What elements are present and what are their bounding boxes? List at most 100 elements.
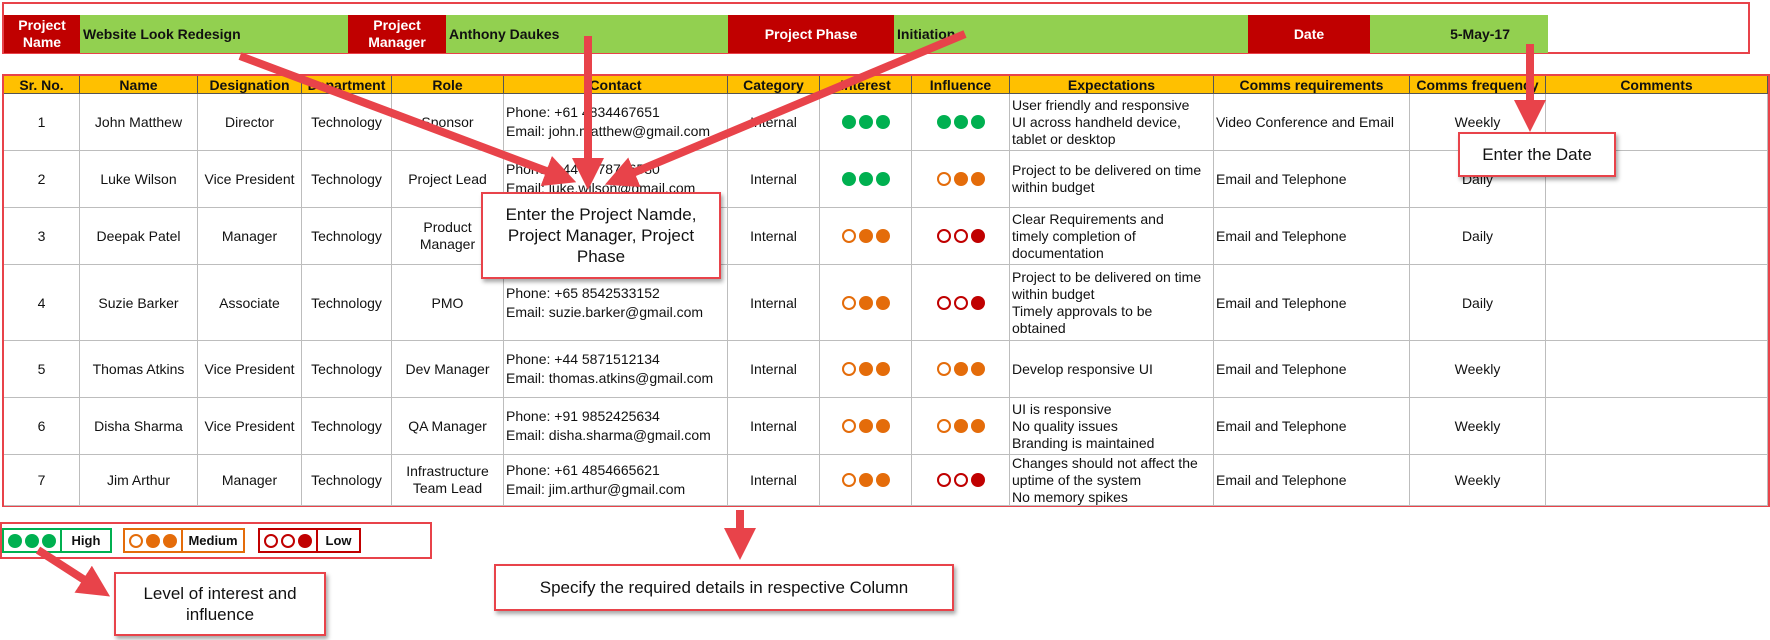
cell-comms-requirements[interactable]: Email and Telephone <box>1214 341 1410 398</box>
cell-role[interactable]: QA Manager <box>392 398 504 455</box>
cell-comms-frequency[interactable]: Daily <box>1410 265 1546 341</box>
cell-designation[interactable]: Manager <box>198 208 302 265</box>
cell-role[interactable]: Dev Manager <box>392 341 504 398</box>
cell-department[interactable]: Technology <box>302 94 392 151</box>
cell-interest[interactable] <box>820 151 912 208</box>
cell-role[interactable]: Infrastructure Team Lead <box>392 455 504 506</box>
rating-dots <box>841 229 890 243</box>
medium-dot-icon <box>953 419 968 433</box>
project-phase-value[interactable]: Initiation <box>894 15 1248 53</box>
date-value[interactable]: 5-May-17 <box>1370 15 1548 53</box>
cell-interest[interactable] <box>820 341 912 398</box>
cell-department[interactable]: Technology <box>302 208 392 265</box>
cell-interest[interactable] <box>820 455 912 506</box>
cell-sr-no[interactable]: 5 <box>4 341 80 398</box>
cell-comms-frequency[interactable]: Weekly <box>1410 341 1546 398</box>
cell-department[interactable]: Technology <box>302 398 392 455</box>
cell-comments[interactable] <box>1546 341 1768 398</box>
cell-designation[interactable]: Vice President <box>198 398 302 455</box>
cell-influence[interactable] <box>912 398 1010 455</box>
cell-sr-no[interactable]: 4 <box>4 265 80 341</box>
rating-dots <box>936 419 985 433</box>
expectation-line: Clear Requirements and <box>1012 210 1164 227</box>
cell-comms-requirements[interactable]: Video Conference and Email <box>1214 94 1410 151</box>
low-hollow-dot-icon <box>281 533 295 548</box>
callout-project-info: Enter the Project Namde, Project Manager… <box>481 192 721 279</box>
cell-interest[interactable] <box>820 265 912 341</box>
cell-comms-frequency[interactable]: Daily <box>1410 208 1546 265</box>
cell-interest[interactable] <box>820 94 912 151</box>
cell-designation[interactable]: Associate <box>198 265 302 341</box>
cell-designation[interactable]: Vice President <box>198 151 302 208</box>
cell-department[interactable]: Technology <box>302 455 392 506</box>
project-manager-value[interactable]: Anthony Daukes <box>446 15 728 53</box>
cell-sr-no[interactable]: 1 <box>4 94 80 151</box>
cell-influence[interactable] <box>912 341 1010 398</box>
cell-name[interactable]: Jim Arthur <box>80 455 198 506</box>
rating-dots <box>841 295 890 310</box>
cell-comments[interactable] <box>1546 208 1768 265</box>
cell-comms-requirements[interactable]: Email and Telephone <box>1214 398 1410 455</box>
cell-sr-no[interactable]: 7 <box>4 455 80 506</box>
cell-name[interactable]: Thomas Atkins <box>80 341 198 398</box>
cell-comms-frequency[interactable]: Weekly <box>1410 398 1546 455</box>
expectation-line: uptime of the system <box>1012 471 1142 488</box>
cell-influence[interactable] <box>912 455 1010 506</box>
cell-comms-frequency[interactable]: Weekly <box>1410 455 1546 506</box>
cell-sr-no[interactable]: 2 <box>4 151 80 208</box>
cell-category[interactable]: Internal <box>728 151 820 208</box>
cell-role[interactable]: Sponsor <box>392 94 504 151</box>
cell-designation[interactable]: Manager <box>198 455 302 506</box>
medium-dot-icon <box>841 419 856 433</box>
cell-influence[interactable] <box>912 208 1010 265</box>
cell-comms-requirements[interactable]: Email and Telephone <box>1214 455 1410 506</box>
cell-name[interactable]: Deepak Patel <box>80 208 198 265</box>
cell-department[interactable]: Technology <box>302 151 392 208</box>
contact-phone: Phone: +61 4854665621 <box>506 462 660 478</box>
low-dot-icon <box>936 473 951 487</box>
cell-comments[interactable] <box>1546 265 1768 341</box>
cell-comments[interactable] <box>1546 455 1768 506</box>
callout-columns: Specify the required details in respecti… <box>494 564 954 611</box>
cell-sr-no[interactable]: 6 <box>4 398 80 455</box>
project-name-value[interactable]: Website Look Redesign <box>80 15 348 53</box>
cell-category[interactable]: Internal <box>728 341 820 398</box>
cell-influence[interactable] <box>912 94 1010 151</box>
cell-interest[interactable] <box>820 398 912 455</box>
cell-comms-requirements[interactable]: Email and Telephone <box>1214 265 1410 341</box>
cell-expectations[interactable]: Develop responsive UI <box>1010 341 1214 398</box>
cell-sr-no[interactable]: 3 <box>4 208 80 265</box>
cell-department[interactable]: Technology <box>302 265 392 341</box>
cell-designation[interactable]: Vice President <box>198 341 302 398</box>
cell-interest[interactable] <box>820 208 912 265</box>
cell-name[interactable]: Luke Wilson <box>80 151 198 208</box>
cell-category[interactable]: Internal <box>728 94 820 151</box>
contact-email: Email: jim.arthur@gmail.com <box>506 481 686 497</box>
cell-comments[interactable] <box>1546 398 1768 455</box>
cell-category[interactable]: Internal <box>728 208 820 265</box>
cell-designation[interactable]: Director <box>198 94 302 151</box>
cell-name[interactable]: Disha Sharma <box>80 398 198 455</box>
cell-name[interactable]: John Matthew <box>80 94 198 151</box>
cell-department[interactable]: Technology <box>302 341 392 398</box>
cell-influence[interactable] <box>912 151 1010 208</box>
cell-category[interactable]: Internal <box>728 398 820 455</box>
cell-influence[interactable] <box>912 265 1010 341</box>
cell-comms-requirements[interactable]: Email and Telephone <box>1214 151 1410 208</box>
cell-category[interactable]: Internal <box>728 455 820 506</box>
cell-name[interactable]: Suzie Barker <box>80 265 198 341</box>
cell-comms-requirements[interactable]: Email and Telephone <box>1214 208 1410 265</box>
cell-category[interactable]: Internal <box>728 265 820 341</box>
